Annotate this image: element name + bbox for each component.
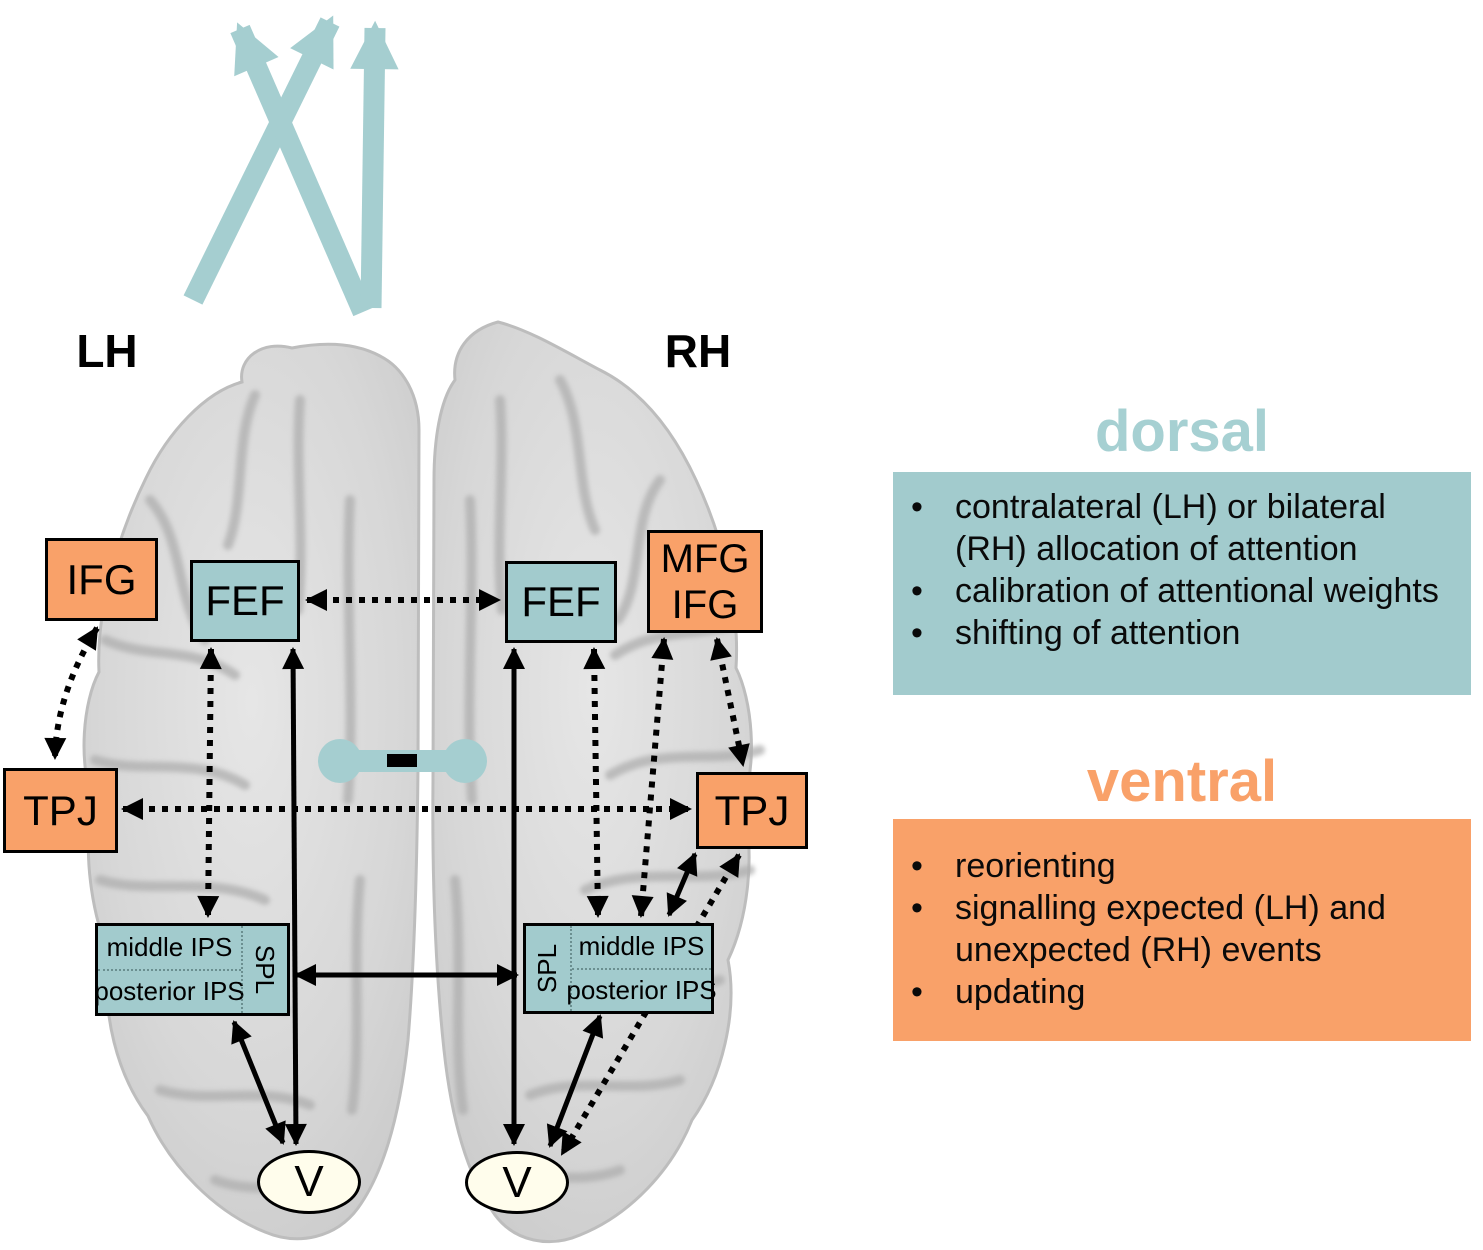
region-label: TPJ bbox=[714, 786, 790, 834]
region-label: MFG IFG bbox=[661, 536, 750, 628]
ips-rows: middle IPS posterior IPS bbox=[566, 926, 717, 1011]
ventral-panel: • reorienting • signalling expected (LH)… bbox=[893, 819, 1471, 1041]
bullet-icon: • bbox=[911, 488, 923, 526]
spl-label: SPL bbox=[532, 943, 563, 994]
bullet-text: reorienting bbox=[955, 847, 1116, 885]
posterior-ips-label: posterior IPS bbox=[566, 974, 717, 1005]
region-label: FEF bbox=[521, 578, 601, 625]
region-label: TPJ bbox=[23, 786, 98, 834]
ventral-bullet-3: • updating bbox=[893, 971, 1471, 1013]
ifg-line: IFG bbox=[671, 582, 739, 627]
spl-label: SPL bbox=[250, 944, 281, 995]
region-box-mfg-ifg-rh: MFG IFG bbox=[647, 530, 763, 633]
connections bbox=[44, 589, 750, 1156]
bullet-text: contralateral (LH) or bilateral (RH) all… bbox=[955, 488, 1386, 568]
edge-fef-l-v-l-solid bbox=[282, 647, 307, 1146]
region-box-fef-lh: FEF bbox=[190, 560, 300, 642]
dorsal-panel-title: dorsal bbox=[1094, 399, 1270, 464]
region-label: IFG bbox=[66, 555, 137, 603]
middle-ips-label: middle IPS bbox=[98, 926, 241, 971]
ventral-panel-title: ventral bbox=[1086, 749, 1278, 814]
edge-fef-l-ips-l-dotted bbox=[197, 647, 222, 918]
label-right-hemisphere: RH bbox=[664, 325, 732, 377]
dorsal-output-arrow-lh-crossed bbox=[183, 15, 340, 305]
bullet-icon: • bbox=[911, 847, 923, 885]
bullet-text: updating bbox=[955, 973, 1086, 1011]
bullet-text: shifting of attention bbox=[955, 614, 1241, 652]
edge-ifg-l-tpj-l-dotted bbox=[44, 626, 100, 760]
dorsal-bullet-1: • contralateral (LH) or bilateral (RH) a… bbox=[893, 486, 1471, 570]
region-node-visual-lh: V bbox=[257, 1150, 361, 1214]
edge-fef-r-ips-r-dotted bbox=[583, 647, 609, 918]
mfg-line: MFG bbox=[660, 536, 750, 581]
spl-column: SPL bbox=[526, 926, 572, 1011]
region-box-tpj-lh: TPJ bbox=[3, 768, 118, 853]
dorsal-output-arrows bbox=[183, 15, 399, 317]
dorsal-bullet-3: • shifting of attention bbox=[893, 612, 1471, 654]
edge-tpj-r-ips-r-solid bbox=[666, 852, 698, 917]
dorsal-bullet-2: • calibration of attentional weights bbox=[893, 570, 1471, 612]
region-label: FEF bbox=[205, 577, 285, 624]
dorsal-output-arrow-rh-crossed bbox=[230, 22, 373, 317]
brain-illustration bbox=[82, 320, 765, 1244]
region-box-ips-spl-rh: SPL middle IPS posterior IPS bbox=[523, 923, 717, 1014]
bullet-text: signalling expected (LH) and unexpected … bbox=[955, 889, 1386, 969]
edge-ips-r-v-r-solid bbox=[546, 1014, 604, 1148]
bullet-icon: • bbox=[911, 889, 923, 927]
ips-rows: middle IPS posterior IPS bbox=[94, 926, 245, 1013]
interhemispheric-inhibition-dumbbell bbox=[318, 739, 487, 783]
region-label: V bbox=[502, 1157, 532, 1207]
dorsal-output-arrow-rh-straight bbox=[350, 20, 399, 309]
region-box-tpj-rh: TPJ bbox=[696, 772, 808, 849]
ventral-bullet-2: • signalling expected (LH) and unexpecte… bbox=[893, 887, 1471, 971]
region-box-ips-spl-lh: middle IPS posterior IPS SPL bbox=[94, 923, 290, 1016]
middle-ips-label: middle IPS bbox=[572, 926, 711, 970]
left-hemisphere bbox=[82, 342, 421, 1241]
region-box-ifg-lh: IFG bbox=[45, 538, 158, 621]
label-left-hemisphere: LH bbox=[76, 325, 138, 377]
region-node-visual-rh: V bbox=[465, 1151, 569, 1214]
bullet-icon: • bbox=[911, 973, 923, 1011]
ventral-bullet-1: • reorienting bbox=[893, 845, 1471, 887]
edge-ips-l-v-l-solid bbox=[231, 1020, 286, 1145]
spl-column: SPL bbox=[241, 926, 287, 1013]
minus-icon bbox=[387, 754, 417, 767]
posterior-ips-label: posterior IPS bbox=[94, 976, 245, 1007]
dorsal-panel: • contralateral (LH) or bilateral (RH) a… bbox=[893, 472, 1471, 695]
bullet-icon: • bbox=[911, 572, 923, 610]
bullet-text: calibration of attentional weights bbox=[955, 572, 1439, 610]
bullet-icon: • bbox=[911, 614, 923, 652]
region-box-fef-rh: FEF bbox=[505, 561, 617, 643]
edge-mfgifg-tpj-r-dotted bbox=[710, 637, 750, 767]
region-label: V bbox=[294, 1157, 324, 1206]
